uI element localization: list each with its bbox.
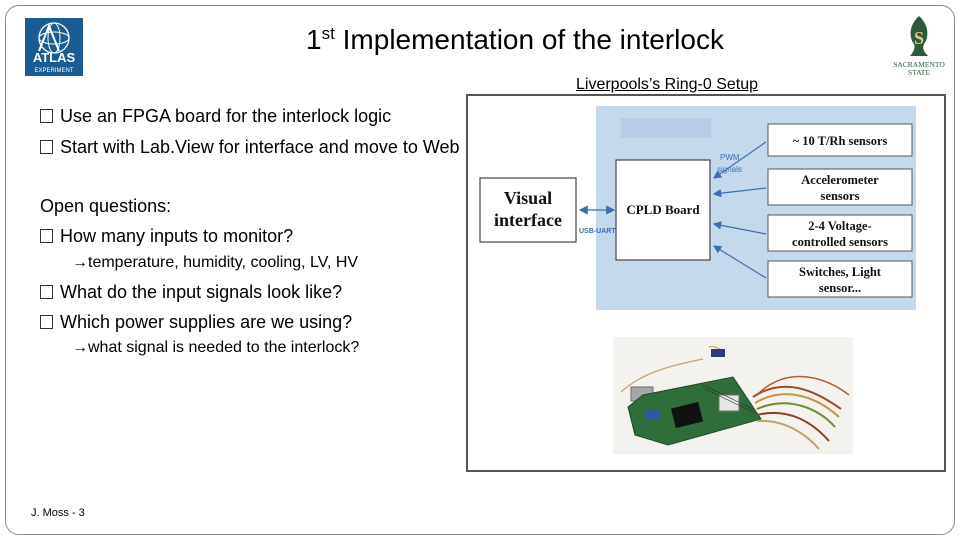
sub-item-power: →what signal is needed to the interlock?: [72, 339, 359, 357]
sub-item-inputs: →temperature, humidity, cooling, LV, HV: [72, 254, 358, 272]
svg-text:ATLAS: ATLAS: [33, 50, 76, 65]
slide-frame: [5, 5, 955, 535]
sensor-voltage-label: 2-4 Voltage-: [808, 219, 872, 233]
sensor-arrow-2: [712, 187, 767, 198]
diagram-shade: [621, 118, 711, 138]
pwm-label-2: signals: [717, 165, 742, 174]
bullet-text: How many inputs to monitor?: [60, 226, 294, 246]
sensor-box-switches: [767, 260, 913, 298]
cpld-board-label: CPLD Board: [626, 202, 700, 217]
slide-footer: J. Moss - 3: [31, 507, 85, 519]
title-suffix: st: [321, 24, 335, 43]
arrow-right-icon: →: [72, 254, 88, 271]
block-diagram: Visual interface USB-UART CPLD Board PWM…: [479, 106, 916, 310]
visual-interface-box: [479, 177, 577, 243]
title-ordinal: 1: [306, 24, 322, 55]
sensor-box-accel: [767, 168, 913, 206]
cpld-board-box: [615, 159, 711, 261]
sensor-box-voltage: [767, 214, 913, 252]
usb-label: USB-UART: [579, 228, 616, 235]
bullet-text: Use an FPGA board for the interlock logi…: [60, 106, 392, 126]
bullet-box-icon: [40, 140, 53, 154]
sensor-arrow-1: [713, 141, 767, 179]
sacramento-state-logo: S SACRAMENTO STATE: [893, 16, 945, 77]
pwm-label: PWM: [720, 153, 740, 162]
visual-interface-label: Visual: [504, 188, 552, 208]
bullet-text: Start with Lab.View for interface and mo…: [60, 137, 460, 157]
sensor-trh-label: ~ 10 T/Rh sensors: [793, 134, 888, 148]
bullet-text: Which power supplies are we using?: [60, 312, 353, 332]
figure-panel: Visual interface USB-UART CPLD Board PWM…: [466, 94, 946, 472]
title-text: Implementation of the interlock: [334, 24, 724, 55]
bullet-box-icon: [40, 229, 53, 243]
bullet-power: Which power supplies are we using?: [40, 312, 352, 333]
bullet-box-icon: [40, 315, 53, 329]
sensor-arrow-3: [712, 221, 767, 235]
slide-title: 1st Implementation of the interlock: [0, 24, 960, 56]
sensor-switches-label-2: sensor...: [819, 281, 861, 295]
bullet-inputs: How many inputs to monitor?: [40, 226, 293, 247]
bullet-fpga: Use an FPGA board for the interlock logi…: [40, 106, 391, 127]
atlas-logo: ATLAS EXPERIMENT: [25, 18, 83, 76]
bullet-text: What do the input signals look like?: [60, 282, 343, 302]
bullet-signals: What do the input signals look like?: [40, 282, 342, 303]
bullet-labview: Start with Lab.View for interface and mo…: [40, 137, 460, 158]
sensor-switches-label: Switches, Light: [799, 265, 882, 279]
sensor-arrow-4: [712, 245, 767, 279]
arrow-right-icon: →: [72, 339, 88, 356]
figure-caption: Liverpools’s Ring-0 Setup: [576, 76, 759, 93]
sub-text: what signal is needed to the interlock?: [88, 339, 360, 356]
svg-text:SACRAMENTO: SACRAMENTO: [893, 60, 945, 69]
sensor-accel-label-2: sensors: [821, 189, 860, 203]
svg-text:EXPERIMENT: EXPERIMENT: [34, 68, 73, 74]
visual-interface-label-2: interface: [494, 210, 562, 230]
sensor-voltage-label-2: controlled sensors: [792, 235, 888, 249]
svg-text:STATE: STATE: [908, 68, 930, 77]
bullet-box-icon: [40, 285, 53, 299]
sub-text: temperature, humidity, cooling, LV, HV: [88, 254, 359, 271]
open-questions-heading: Open questions:: [40, 196, 172, 216]
sensor-box-trh: [767, 123, 913, 157]
svg-text:S: S: [914, 28, 924, 48]
sensor-accel-label: Accelerometer: [801, 173, 879, 187]
cpld-board-photo: [613, 337, 853, 454]
bullet-box-icon: [40, 109, 53, 123]
